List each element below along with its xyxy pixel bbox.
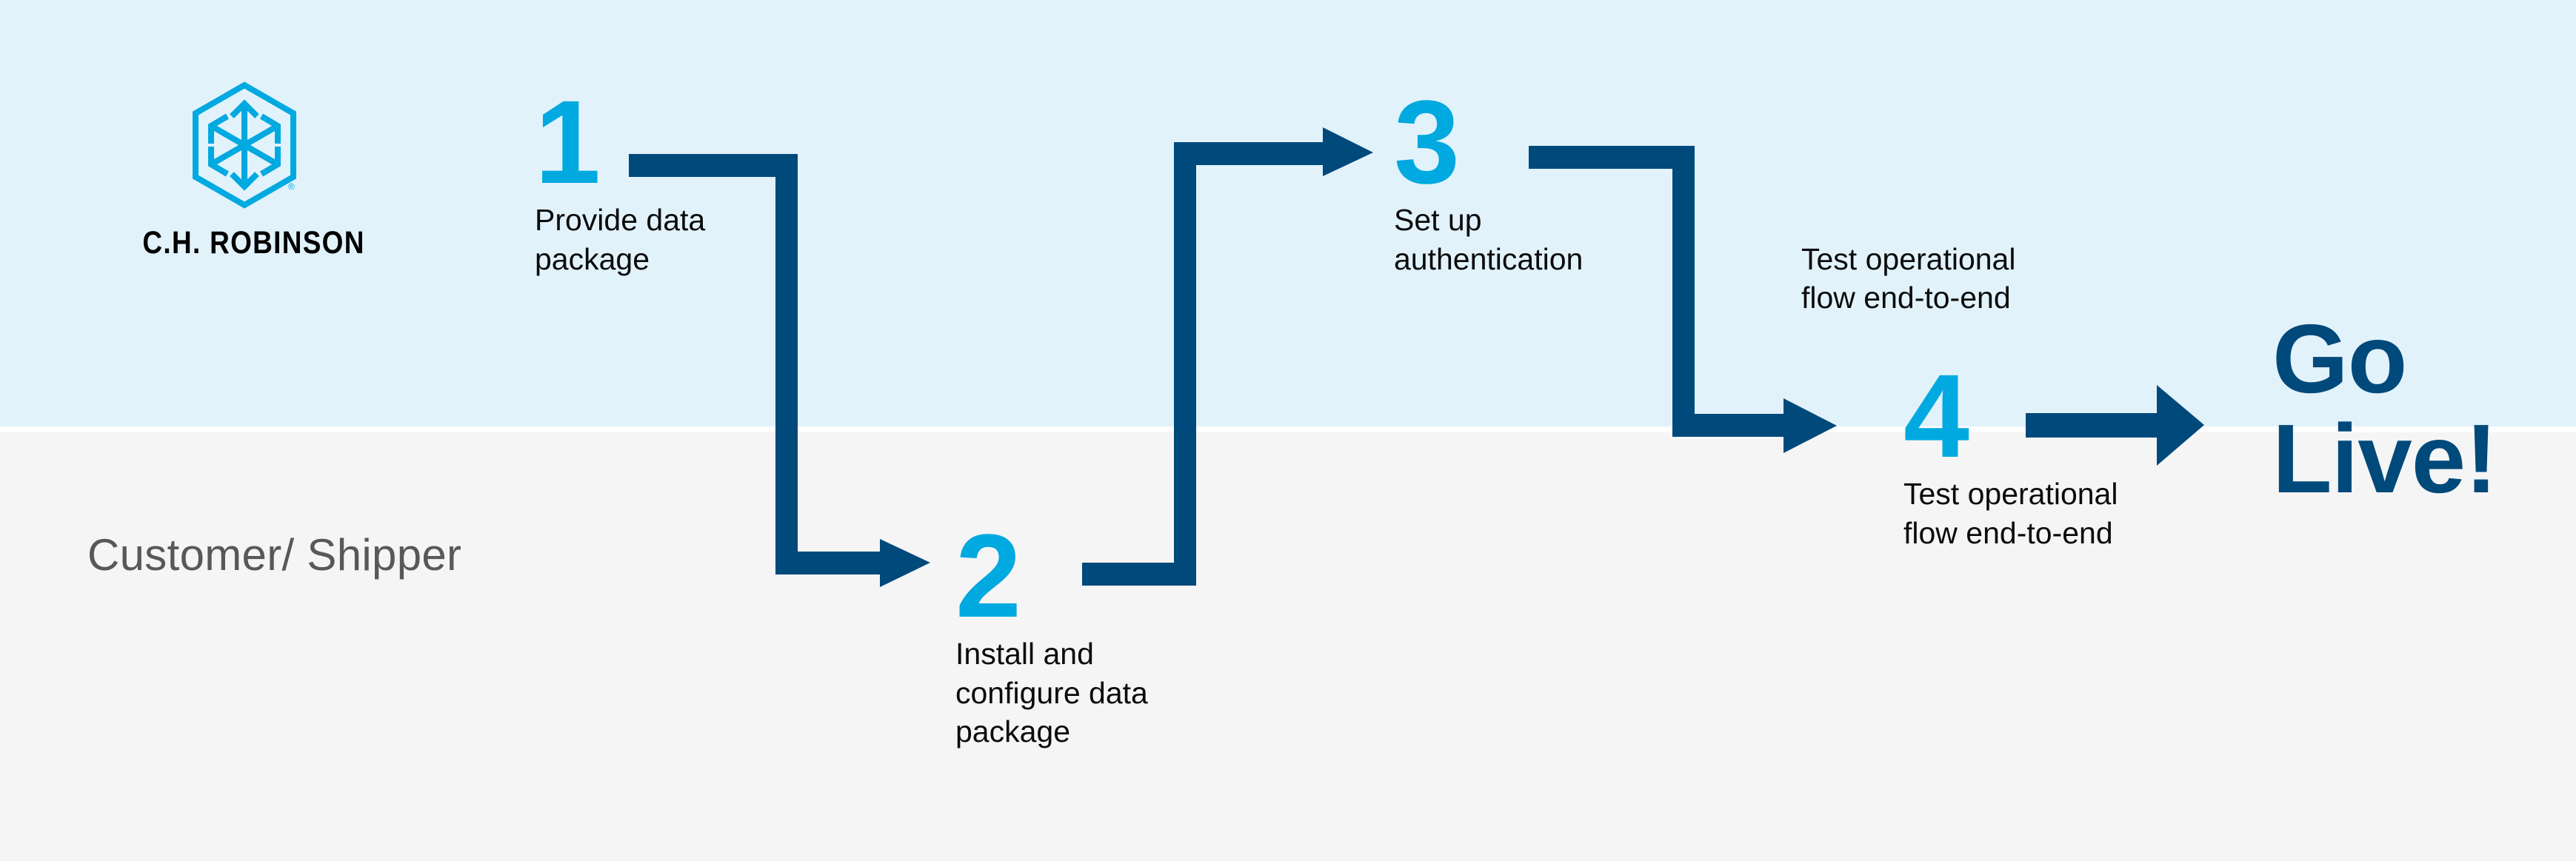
top-band-background (0, 0, 2576, 426)
step-3-secondary-label: Test operational flow end-to-end (1801, 242, 2016, 315)
brand-block: ® C.H. ROBINSON (126, 81, 365, 261)
step-3-number: 3 (1394, 76, 1460, 208)
step-3: 3 Set up authentication (1394, 76, 1584, 278)
hexagon-cube-arrows-icon: ® (193, 81, 296, 209)
step-4-label: Test operational flow end-to-end (1903, 477, 2118, 550)
step-4: 4 Test operational flow end-to-end (1903, 349, 2118, 552)
step-2: 2 Install and configure data package (955, 509, 1148, 751)
brand-wordmark: C.H. ROBINSON (142, 225, 365, 261)
step-2-label: Install and configure data package (955, 637, 1148, 749)
step-4-number: 4 (1903, 349, 1969, 482)
bottom-band-background (0, 432, 2576, 861)
step-1: 1 Provide data package (535, 76, 706, 278)
go-live-callout: Go Live! (2272, 304, 2497, 513)
step-1-label: Provide data package (535, 203, 706, 276)
step-2-number: 2 (955, 509, 1021, 642)
step-3-label: Set up authentication (1394, 203, 1584, 276)
registered-trademark-mark: ® (288, 181, 295, 192)
step-1-number: 1 (535, 76, 601, 208)
step-3-secondary-label-block: Test operational flow end-to-end (1801, 240, 2015, 318)
lane-label-customer-shipper: Customer/ Shipper (87, 530, 462, 580)
